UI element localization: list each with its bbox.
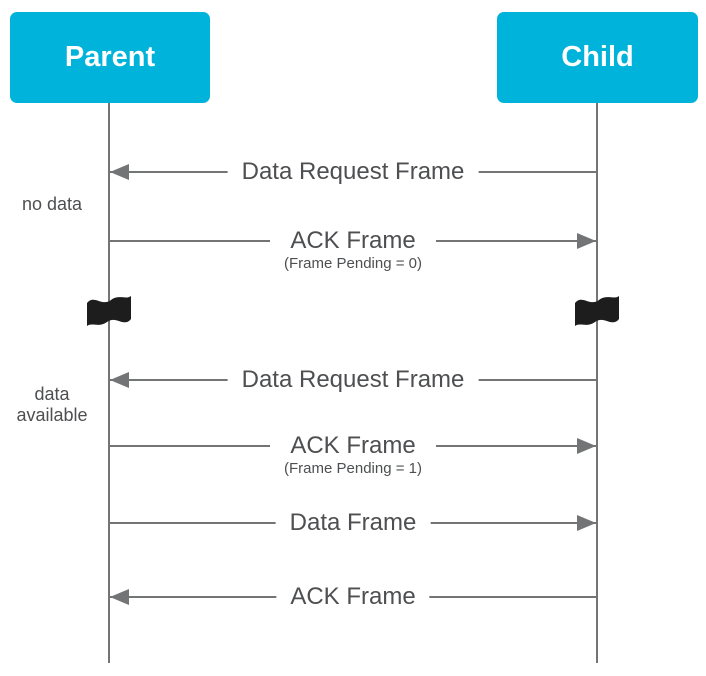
message-sublabel: (Frame Pending = 1) [284,460,422,477]
flag-icon [573,291,621,331]
message-label: Data Frame [289,509,417,536]
message-label-wrap: Data Request Frame [227,364,479,396]
note-data-available: data available [16,384,88,425]
message-label-wrap: Data Request Frame [227,156,479,188]
message-label-wrap: ACK Frame (Frame Pending = 1) [270,430,436,477]
message-label: ACK Frame [290,432,416,459]
actor-child-box: Child [497,12,698,103]
flag-icon [85,291,133,331]
actor-child-label: Child [561,41,634,73]
arrowhead-right-icon [577,438,596,454]
arrowhead-left-icon [110,589,129,605]
arrowhead-right-icon [577,515,596,531]
message-label: Data Request Frame [241,158,465,185]
message-label: ACK Frame [290,583,416,610]
arrowhead-left-icon [110,164,129,180]
lifeline-child [596,103,598,663]
message-label-wrap: Data Frame [275,507,431,539]
message-sublabel: (Frame Pending = 0) [284,255,422,272]
actor-parent-label: Parent [64,41,156,73]
note-no-data: no data [21,194,83,214]
message-label: ACK Frame [290,227,416,254]
lifeline-parent [108,103,110,663]
message-label-wrap: ACK Frame [276,581,430,613]
actor-parent-box: Parent [10,12,210,103]
message-label: Data Request Frame [241,366,465,393]
arrowhead-right-icon [577,233,596,249]
message-label-wrap: ACK Frame (Frame Pending = 0) [270,225,436,272]
arrowhead-left-icon [110,372,129,388]
